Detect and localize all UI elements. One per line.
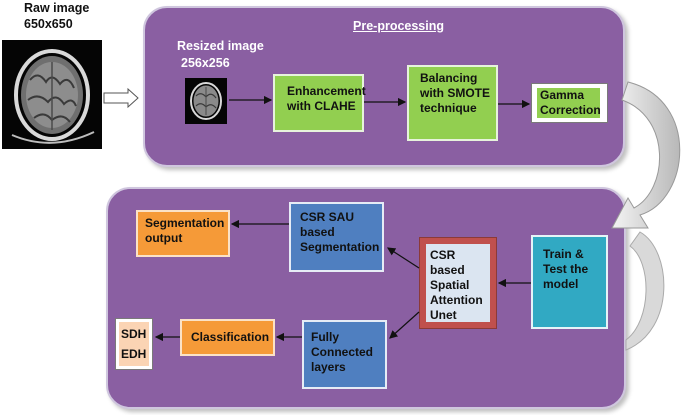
raw-image-size: 650x650 [24,17,73,31]
classification-label: Classification [191,330,270,344]
balancing-smote-box: Balancing with SMOTE technique [407,65,498,141]
balancing-line-1: Balancing [420,71,478,85]
csr-unet-line-4: Unet [430,308,457,322]
seg-output-line-1: Segmentation [145,216,225,230]
seg-output-line-2: output [145,231,183,245]
csr-sau-line-1: CSR SAU [300,210,355,224]
csr-unet-line-1: CSR based [430,248,465,277]
fc-line-3: layers [311,360,346,374]
csr-unet-frame: CSR based Spatial Attention Unet [419,237,497,329]
balancing-line-3: technique [420,101,477,115]
balancing-line-2: with SMOTE [420,86,490,100]
gamma-line-2: Correction [540,103,601,117]
raw-image-label: Raw image 650x650 [24,0,89,32]
class-edh: EDH [121,347,147,361]
resized-brain-scan-icon [185,78,227,124]
enhancement-line-1: Enhancement [287,84,366,98]
classes-frame: SDH EDH [115,318,153,370]
resized-ct-image [185,78,227,124]
csr-sau-line-3: Segmentation [300,240,380,254]
csr-sau-line-2: based [300,225,335,239]
classes-box: SDH EDH [119,322,149,366]
train-test-line-3: model [543,277,579,291]
gamma-correction-box: Gamma Correction [537,88,601,118]
train-test-line-2: Test the [543,262,589,276]
classification-box: Classification [180,319,275,356]
resized-image-size: 256x256 [181,56,230,70]
train-test-line-1: Train & [543,247,584,261]
fc-line-1: Fully [311,330,340,344]
enhancement-line-2: with CLAHE [287,99,356,113]
gamma-correction-frame: Gamma Correction [531,83,608,123]
raw-to-panel-arrow [103,87,139,109]
preprocessing-title: Pre-processing [353,19,445,33]
train-test-box: Train & Test the model [531,235,608,329]
resized-image-title: Resized image [177,39,264,53]
enhancement-clahe-box: Enhancement with CLAHE [273,74,366,132]
csr-unet-box: CSR based Spatial Attention Unet [426,244,490,322]
raw-image-title: Raw image [24,1,90,15]
class-sdh: SDH [121,327,147,341]
fully-connected-box: Fully Connected layers [302,320,387,389]
segmentation-output-box: Segmentation output [136,210,230,257]
csr-unet-line-3: Attention [430,293,483,307]
raw-ct-image [2,40,102,149]
curved-flow-arrow-lower [625,231,665,351]
resized-image-label: Resized image 256x256 [177,38,264,72]
gamma-line-1: Gamma [540,88,585,102]
fc-line-2: Connected [311,345,374,359]
csr-unet-line-2: Spatial [430,278,470,292]
raw-brain-scan-icon [2,40,102,149]
csr-sau-segmentation-box: CSR SAU based Segmentation [289,202,384,272]
